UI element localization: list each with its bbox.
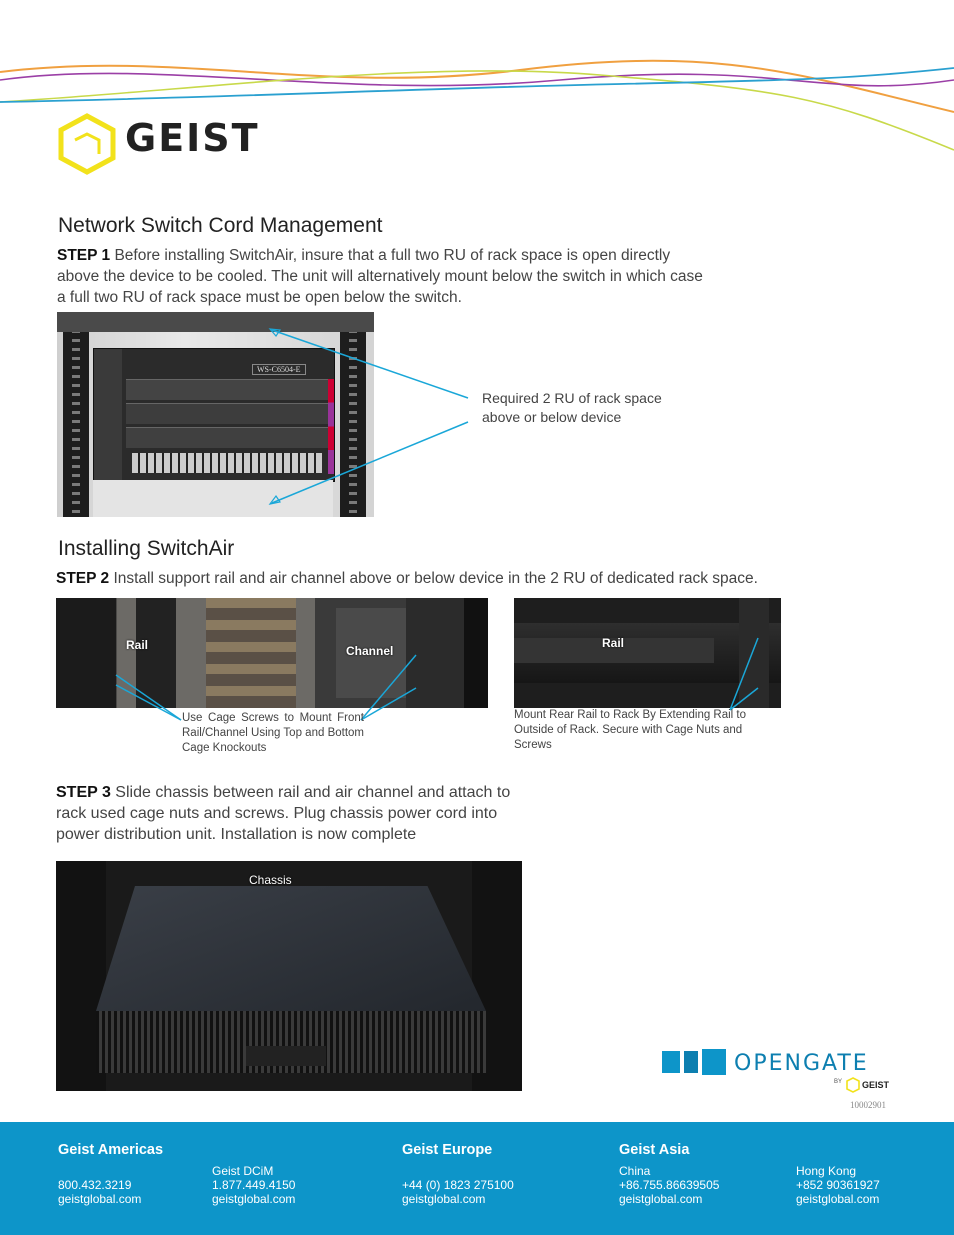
- network-switch-chassis: WS-C6504-E: [93, 348, 335, 482]
- photo-a-arrows: [115, 654, 417, 721]
- footer-hongkong-web[interactable]: geistglobal.com: [796, 1192, 880, 1206]
- geist-small-hexagon-icon: [846, 1077, 860, 1093]
- front-rail-photo: Rail Channel: [56, 598, 488, 708]
- footer-dcim-phone: 1.877.449.4150: [212, 1178, 296, 1192]
- callout-arrows: [268, 328, 469, 505]
- photo-a-caption: Use Cage Screws to Mount Front Rail/Chan…: [182, 712, 364, 754]
- footer-dcim-name: Geist DCiM: [212, 1164, 274, 1178]
- opengate-text: OPENGATE: [734, 1051, 869, 1076]
- step1-paragraph: STEP 1 Before installing SwitchAir, insu…: [57, 245, 707, 308]
- step2-paragraph: STEP 2 Install support rail and air chan…: [56, 568, 816, 589]
- switch-model-label: WS-C6504-E: [252, 364, 306, 375]
- footer-europe-title: Geist Europe: [402, 1142, 493, 1158]
- footer-hongkong-name: Hong Kong: [796, 1164, 857, 1178]
- rack-switch-photo: WS-C6504-E: [57, 312, 374, 517]
- step3-text: Slide chassis between rail and air chann…: [56, 784, 511, 843]
- header-waves: [0, 59, 954, 151]
- photo-a-channel-label: Channel: [346, 644, 394, 658]
- footer-americas-phone: 800.432.3219: [58, 1178, 132, 1192]
- rear-rail-photo: Rail: [514, 598, 781, 708]
- footer-asia-phone: +86.755.86639505: [619, 1178, 720, 1192]
- footer-americas-web[interactable]: geistglobal.com: [58, 1192, 142, 1206]
- footer-asia-country: China: [619, 1164, 651, 1178]
- opengate-by-text: BY: [834, 1079, 843, 1085]
- footer-europe-phone: +44 (0) 1823 275100: [402, 1178, 514, 1192]
- geist-logo: GEIST: [55, 112, 265, 177]
- footer-americas-title: Geist Americas: [58, 1142, 164, 1158]
- rack-space-callout: Required 2 RU of rack space above or bel…: [482, 390, 662, 425]
- step1-label: STEP 1: [57, 247, 111, 264]
- step3-label: STEP 3: [56, 784, 111, 801]
- footer-dcim-web[interactable]: geistglobal.com: [212, 1192, 296, 1206]
- photo-a-rail-label: Rail: [126, 638, 149, 652]
- section-title-installing: Installing SwitchAir: [58, 537, 235, 560]
- step2-label: STEP 2: [56, 570, 110, 587]
- photo-b-rail-label: Rail: [602, 636, 625, 650]
- document-number: 10002901: [850, 1100, 886, 1110]
- photo-b-arrows: [729, 637, 759, 711]
- photo-b-caption: Mount Rear Rail to Rack By Extending Rai…: [514, 709, 747, 751]
- chassis-photo: Chassis: [56, 861, 522, 1091]
- section-title-cord-management: Network Switch Cord Management: [58, 214, 383, 237]
- step3-paragraph: STEP 3 Slide chassis between rail and ai…: [56, 782, 526, 845]
- footer-asia-title: Geist Asia: [619, 1142, 690, 1158]
- step1-text: Before installing SwitchAir, insure that…: [57, 247, 703, 306]
- chassis-top-panel: [96, 886, 486, 1011]
- opengate-blocks-icon: [662, 1049, 726, 1075]
- footer-asia-web[interactable]: geistglobal.com: [619, 1192, 703, 1206]
- footer-hongkong-phone: +852 90361927: [796, 1178, 880, 1192]
- geist-logo-text: GEIST: [125, 116, 260, 160]
- photo-c-chassis-label: Chassis: [249, 873, 292, 887]
- opengate-geist-text: GEIST: [862, 1080, 890, 1090]
- step2-text: Install support rail and air channel abo…: [113, 570, 758, 587]
- footer-contact-bar: Geist Americas 800.432.3219 geistglobal.…: [0, 1122, 954, 1235]
- opengate-logo: OPENGATE BY GEIST: [662, 1049, 892, 1099]
- geist-hexagon-icon: [58, 113, 116, 175]
- footer-europe-web[interactable]: geistglobal.com: [402, 1192, 486, 1206]
